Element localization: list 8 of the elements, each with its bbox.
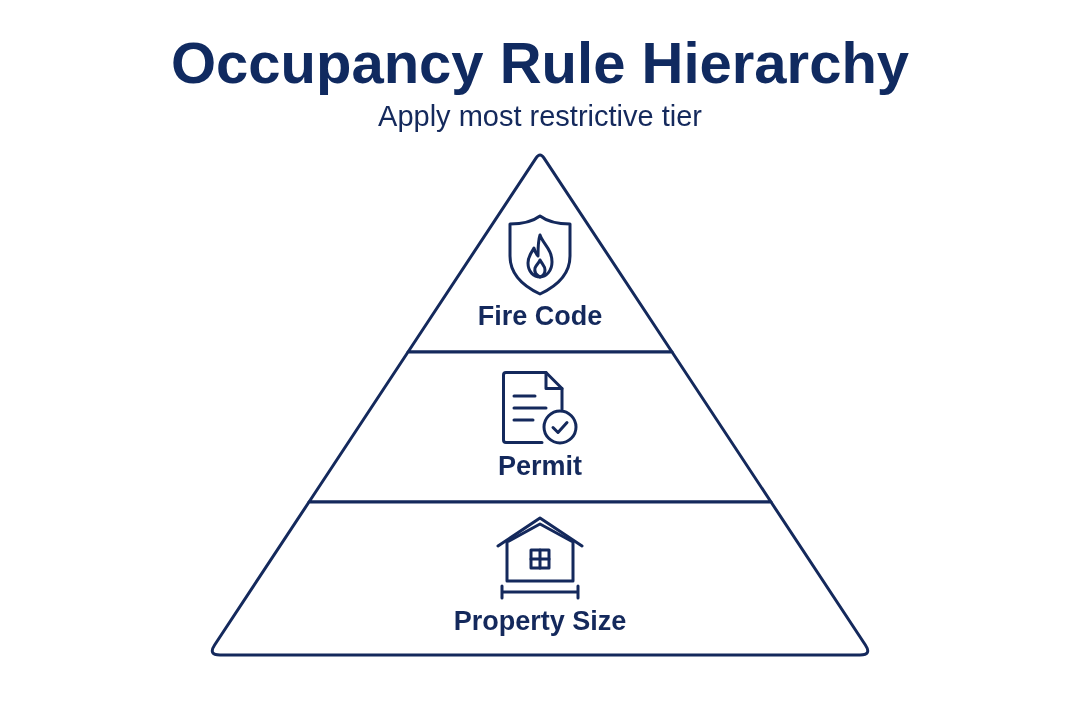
pyramid-top-tier [408,152,672,352]
tier-label: Fire Code [477,301,603,333]
tier-label: Property Size [453,606,627,638]
pyramid-tier [208,502,872,655]
subtitle: Apply most restrictive tier [378,100,702,134]
pyramid-tier [309,352,771,502]
tier-label: Permit [497,451,582,483]
title: Occupancy Rule Hierarchy [170,30,910,97]
